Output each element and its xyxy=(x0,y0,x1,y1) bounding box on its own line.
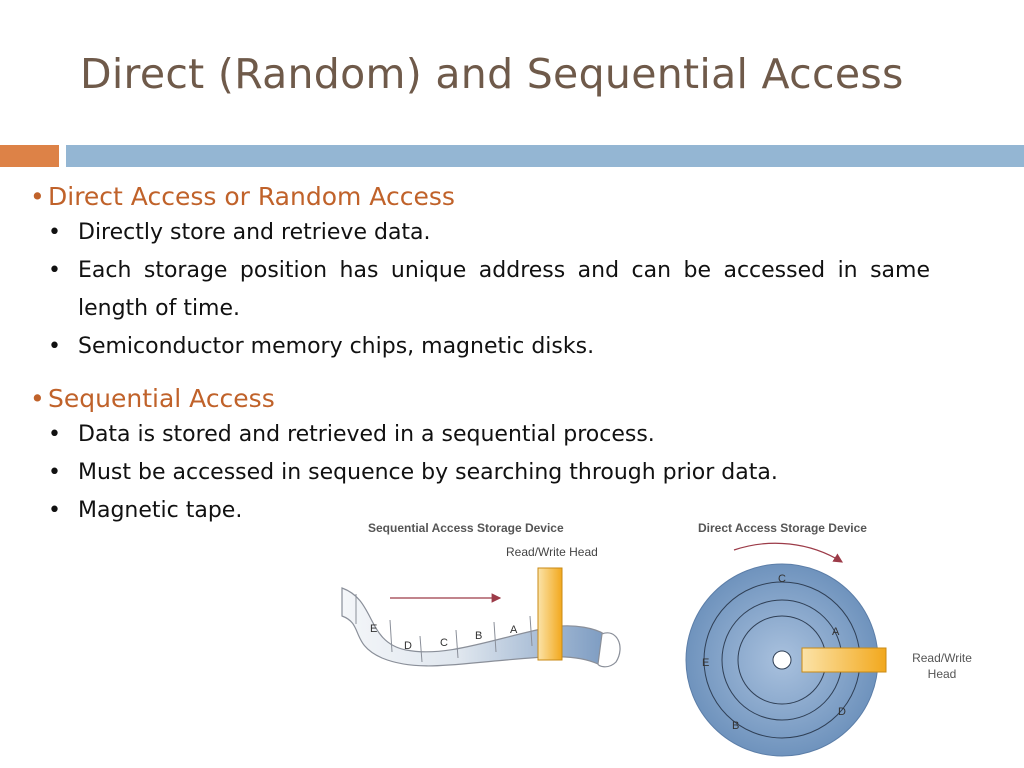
direct-device: Direct Access Storage Device C A E D B R… xyxy=(685,521,972,757)
heading-text: Direct Access or Random Access xyxy=(48,182,455,211)
section-heading: • Direct Access or Random Access xyxy=(30,180,930,214)
bullet-item: • Semiconductor memory chips, magnetic di… xyxy=(48,328,930,366)
track-label: E xyxy=(702,657,709,669)
bullet-item: • Directly store and retrieve data. xyxy=(48,214,930,252)
bullet-text: Must be accessed in sequence by searchin… xyxy=(78,460,778,485)
bullet-text: Data is stored and retrieved in a sequen… xyxy=(78,422,655,447)
tape-divider xyxy=(419,635,423,663)
bullet-icon: • xyxy=(48,498,61,523)
heading-text: Sequential Access xyxy=(48,384,275,413)
read-write-arm xyxy=(801,647,887,673)
bullet-icon: • xyxy=(48,220,61,245)
tape-divider xyxy=(455,629,459,659)
bullet-icon: • xyxy=(30,182,45,211)
bullet-icon: • xyxy=(48,460,61,485)
tape-divider xyxy=(493,621,497,653)
bullet-text: Directly store and retrieve data. xyxy=(78,220,431,245)
tape-band xyxy=(341,587,605,667)
tape-segment-label: E xyxy=(370,623,377,635)
accent-bar-orange xyxy=(0,145,59,167)
tape-segment-label: A xyxy=(510,624,518,636)
bullet-icon: • xyxy=(48,422,61,447)
bullet-item: • Data is stored and retrieved in a seque… xyxy=(48,416,930,454)
tape-end-curl xyxy=(597,632,621,668)
sequential-head-label: Read/Write Head xyxy=(506,545,598,559)
slide-content: • Direct Access or Random Access •Direct… xyxy=(30,180,930,546)
bullet-list: • Directly store and retrieve data. • Each… xyxy=(30,214,930,366)
track-label: C xyxy=(778,573,786,585)
bullet-icon: • xyxy=(48,334,61,359)
bullet-item: • Magnetic tape. xyxy=(48,492,930,530)
bullet-icon: • xyxy=(30,384,45,413)
bullet-list: • Data is stored and retrieved in a seque… xyxy=(30,416,930,530)
direct-head-label: Head xyxy=(928,667,957,681)
bullet-icon: • xyxy=(48,258,61,283)
accent-bar-blue xyxy=(66,145,1024,167)
tape-segment-label: D xyxy=(404,640,412,652)
disk-spindle xyxy=(772,650,792,670)
read-write-head xyxy=(537,567,563,661)
tape-segment-label: C xyxy=(440,637,448,649)
track-label: D xyxy=(838,706,846,718)
tape-segment-label: B xyxy=(475,630,482,642)
direct-title: Direct Access Storage Device xyxy=(698,521,867,535)
section-direct-access: • Direct Access or Random Access •Direct… xyxy=(30,180,930,366)
section-heading: • Sequential Access xyxy=(30,382,930,416)
storage-devices-figure: Sequential Access Storage Device Read/Wr… xyxy=(341,521,972,757)
slide-title: Direct (Random) and Sequential Access xyxy=(80,50,904,98)
section-sequential-access: • Sequential Access • Data is stored and … xyxy=(30,382,930,530)
direct-head-label: Read/Write xyxy=(912,651,972,665)
bullet-item: • Must be accessed in sequence by searchi… xyxy=(48,454,930,492)
sequential-device: Sequential Access Storage Device Read/Wr… xyxy=(341,521,621,668)
track-label: B xyxy=(732,720,739,732)
tape-divider xyxy=(389,619,393,653)
bullet-text: Each storage position has unique address… xyxy=(78,258,930,321)
tape-divider xyxy=(529,615,533,647)
sequential-title: Sequential Access Storage Device xyxy=(368,521,564,535)
bullet-text: Magnetic tape. xyxy=(78,498,243,523)
bullet-text: Semiconductor memory chips, magnetic dis… xyxy=(78,334,595,359)
track-label: A xyxy=(832,626,840,638)
bullet-item: • Each storage position has unique addres… xyxy=(48,252,930,328)
rotation-arrow-icon xyxy=(733,542,844,563)
